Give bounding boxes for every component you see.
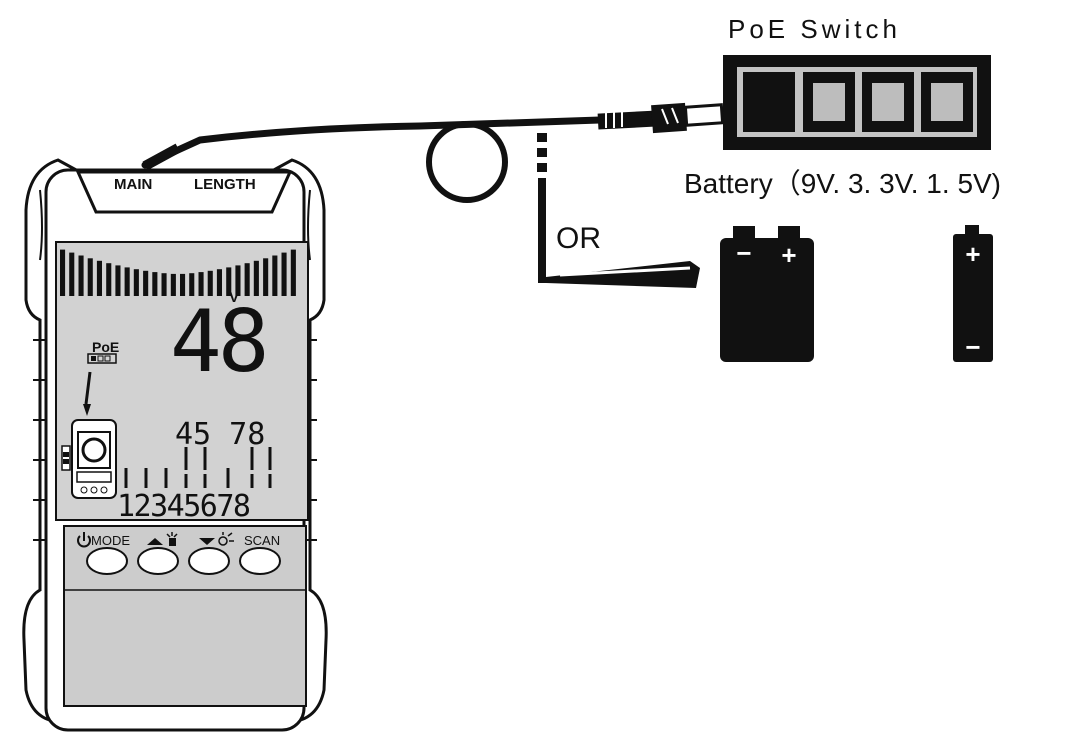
switch-port-1 (743, 72, 795, 132)
scan-button-label: SCAN (244, 533, 280, 548)
power-icon (77, 532, 91, 548)
down-button[interactable] (188, 547, 230, 575)
lamp-icon (218, 532, 234, 546)
port-label-main: MAIN (114, 176, 152, 193)
scan-button[interactable] (239, 547, 281, 575)
alt-lead (537, 133, 700, 288)
mode-button-label: MODE (91, 533, 130, 548)
cable-tester: MAIN LENGTH V 48 PoE 45 78 (22, 158, 328, 732)
signal-bar (170, 273, 176, 296)
signal-bar (235, 265, 241, 296)
up-arrow-icon (147, 538, 163, 545)
signal-bar (87, 258, 93, 296)
signal-bar (69, 252, 75, 296)
flashlight-icon (166, 532, 178, 546)
signal-bar (96, 260, 102, 296)
signal-bar (152, 272, 158, 296)
voltage-value: 48 (170, 292, 266, 392)
signal-bar (78, 255, 84, 296)
down-arrow-icon (199, 538, 215, 545)
signal-bars (60, 249, 296, 296)
signal-bar (198, 272, 204, 296)
switch-title: PoE Switch (728, 14, 901, 44)
poe-switch-mini-icon (83, 353, 117, 416)
battery-small-negative: − (965, 332, 980, 362)
up-button[interactable] (137, 547, 179, 575)
battery-9v: − + (720, 226, 814, 362)
signal-bar (115, 265, 121, 296)
mode-button[interactable] (86, 547, 128, 575)
tester-mini-icon (61, 419, 117, 499)
signal-bar (290, 249, 296, 296)
pins-top: 45 78 (175, 417, 265, 452)
or-label: OR (556, 222, 601, 255)
battery-9v-positive: + (781, 240, 796, 270)
signal-bar (244, 263, 250, 296)
signal-bar (281, 252, 287, 296)
signal-bar (189, 273, 195, 296)
battery-caption: Battery（9V. 3. 3V. 1. 5V) (684, 168, 1001, 199)
port-label-length: LENGTH (194, 176, 256, 193)
battery-small-positive: + (965, 239, 980, 269)
battery-9v-negative: − (736, 238, 751, 268)
signal-bar (161, 273, 167, 296)
signal-bar (133, 269, 139, 296)
battery-small: + − (953, 225, 993, 362)
signal-bar (60, 249, 66, 296)
pins-bottom: 12345678 (117, 489, 250, 524)
signal-bar (272, 255, 278, 296)
pin-lines (124, 447, 272, 488)
switch-ports (743, 72, 973, 132)
signal-bar (263, 258, 269, 296)
poe-indicator-label: PoE (92, 339, 119, 355)
signal-bar (106, 263, 112, 296)
signal-bar (180, 273, 186, 296)
signal-bar (124, 267, 130, 296)
signal-bar (143, 270, 149, 296)
network-cable (141, 116, 604, 203)
signal-bar (253, 260, 259, 296)
voltage-unit: V (229, 289, 239, 306)
rj45-connector (597, 102, 725, 134)
signal-bar (207, 270, 213, 296)
signal-bar (216, 269, 222, 296)
signal-bar (226, 267, 232, 296)
